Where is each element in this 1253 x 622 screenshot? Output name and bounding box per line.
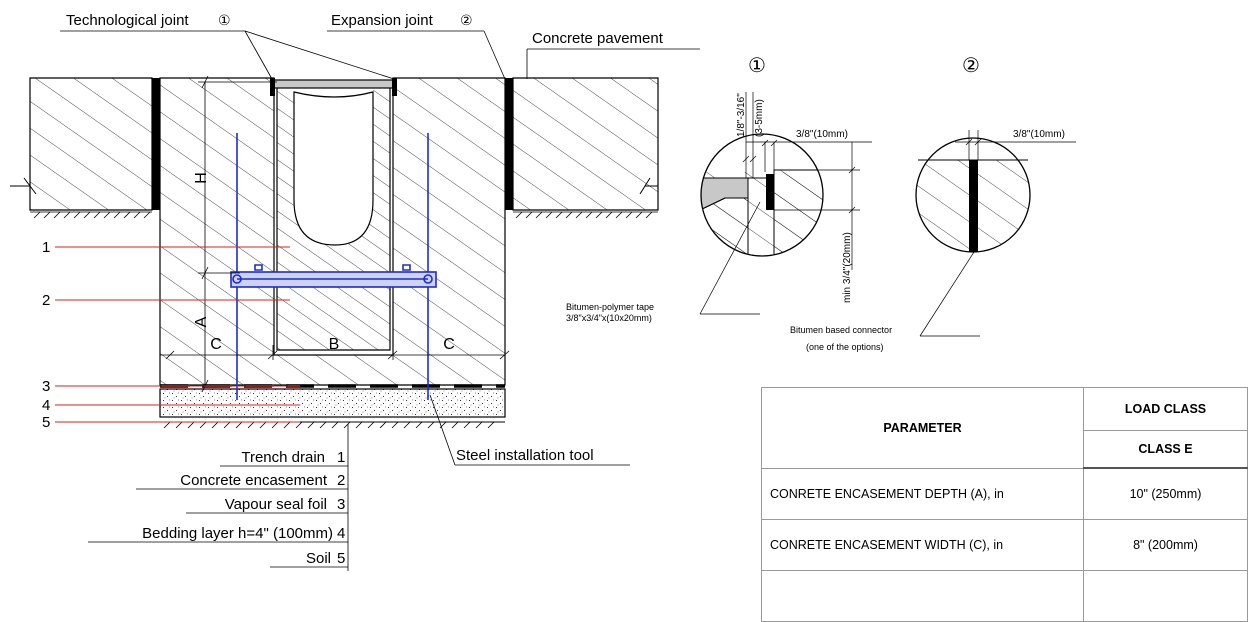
detail-2: ② 3/8"(10mm) Bitumen based connector (on…: [790, 55, 1076, 352]
legend-num-1: 1: [337, 449, 345, 466]
detail-2-connector-line1: Bitumen based connector: [790, 325, 892, 335]
bedding-layer: [159, 388, 506, 418]
detail-1-tape-line1: Bitumen-polymer tape: [566, 302, 654, 312]
steel-installation-tool: [230, 133, 437, 400]
layer-number-2: 2: [42, 292, 50, 309]
main-section: H A C B C Technological joint ① Expansio…: [10, 12, 700, 571]
ground-ticks: [30, 211, 658, 219]
legend-trench-drain: Trench drain: [241, 449, 325, 466]
detail-1-gap-metric: (3-5mm): [754, 99, 765, 137]
channel-inner-profile: [293, 91, 374, 246]
layer-number-4: 4: [42, 397, 50, 414]
legend-num-5: 5: [337, 550, 345, 567]
legend-soil: Soil: [306, 550, 331, 567]
detail-1-width: 3/8"(10mm): [796, 129, 848, 140]
detail-1-circle-outline: [700, 133, 824, 257]
pavement-right: [512, 77, 659, 211]
concrete-pavement-label: Concrete pavement: [532, 30, 664, 47]
trench-drain-section-drawing: H A C B C Technological joint ① Expansio…: [10, 12, 1076, 571]
detail-2-circle-outline: [915, 137, 1031, 253]
dimension-h: [198, 75, 277, 280]
dimension-h-label: H: [193, 172, 210, 184]
table-cell-value: 10" (250mm): [1083, 467, 1248, 520]
legend-num-3: 3: [337, 496, 345, 513]
detail-1-depth: min 3/4"(20mm): [842, 232, 853, 303]
legend-vapour-seal-foil: Vapour seal foil: [225, 496, 327, 513]
dimension-cbc: [159, 345, 510, 360]
expansion-joint-right: [505, 78, 513, 210]
legend: Trench drain 1 Concrete encasement 2 Vap…: [88, 424, 349, 571]
grating: [271, 79, 397, 89]
legend-bedding-layer: Bedding layer h=4" (100mm): [142, 525, 333, 542]
detail-2-circle: ②: [962, 55, 980, 77]
layer-number-5: 5: [42, 414, 50, 431]
legend-num-4: 4: [337, 525, 345, 542]
legend-concrete-encasement: Concrete encasement: [180, 472, 328, 489]
table-row-empty: [761, 570, 1248, 622]
detail-1-gap-imperial: 1/8"-3/16": [736, 93, 747, 137]
table-header-parameter: PARAMETER: [761, 387, 1084, 469]
detail-1-tape-line2: 3/8"x3/4"x(10x20mm): [566, 313, 652, 323]
table-row: CONRETE ENCASEMENT DEPTH (A), in 10" (25…: [761, 467, 1248, 520]
table-cell-value: 8" (200mm): [1083, 519, 1248, 571]
expansion-joint-label: Expansion joint: [331, 12, 434, 29]
table-cell-param: CONRETE ENCASEMENT WIDTH (C), in: [761, 519, 1084, 571]
dimension-c-left-label: C: [210, 336, 222, 353]
legend-num-2: 2: [337, 472, 345, 489]
parameter-table: PARAMETER LOAD CLASS CLASS E CONRETE ENC…: [761, 387, 1248, 622]
technological-joint-label: Technological joint: [66, 12, 189, 29]
table-row: CONRETE ENCASEMENT WIDTH (C), in 8" (200…: [761, 519, 1248, 571]
tech-joint-circle-1: ①: [218, 12, 231, 28]
layer-number-1: 1: [42, 239, 50, 256]
layer-number-3: 3: [42, 378, 50, 395]
layer-leaders: [55, 246, 300, 423]
detail-2-width: 3/8"(10mm): [1013, 129, 1065, 140]
dimension-a-label: A: [193, 316, 210, 327]
dimension-c-right-label: C: [443, 336, 455, 353]
table-cell-param: CONRETE ENCASEMENT DEPTH (A), in: [761, 467, 1084, 520]
expansion-joint-left: [152, 78, 160, 210]
pavement-left: [29, 77, 153, 211]
steel-installation-tool-label: Steel installation tool: [456, 447, 594, 464]
detail-1-circle: ①: [748, 55, 766, 77]
detail-2-connector-line2: (one of the options): [806, 342, 884, 352]
dimension-b-label: B: [329, 336, 340, 353]
expansion-joint-circle-2: ②: [460, 12, 473, 28]
table-header-load-class: LOAD CLASS: [1083, 387, 1248, 431]
table-header-class-e: CLASS E: [1083, 430, 1248, 469]
